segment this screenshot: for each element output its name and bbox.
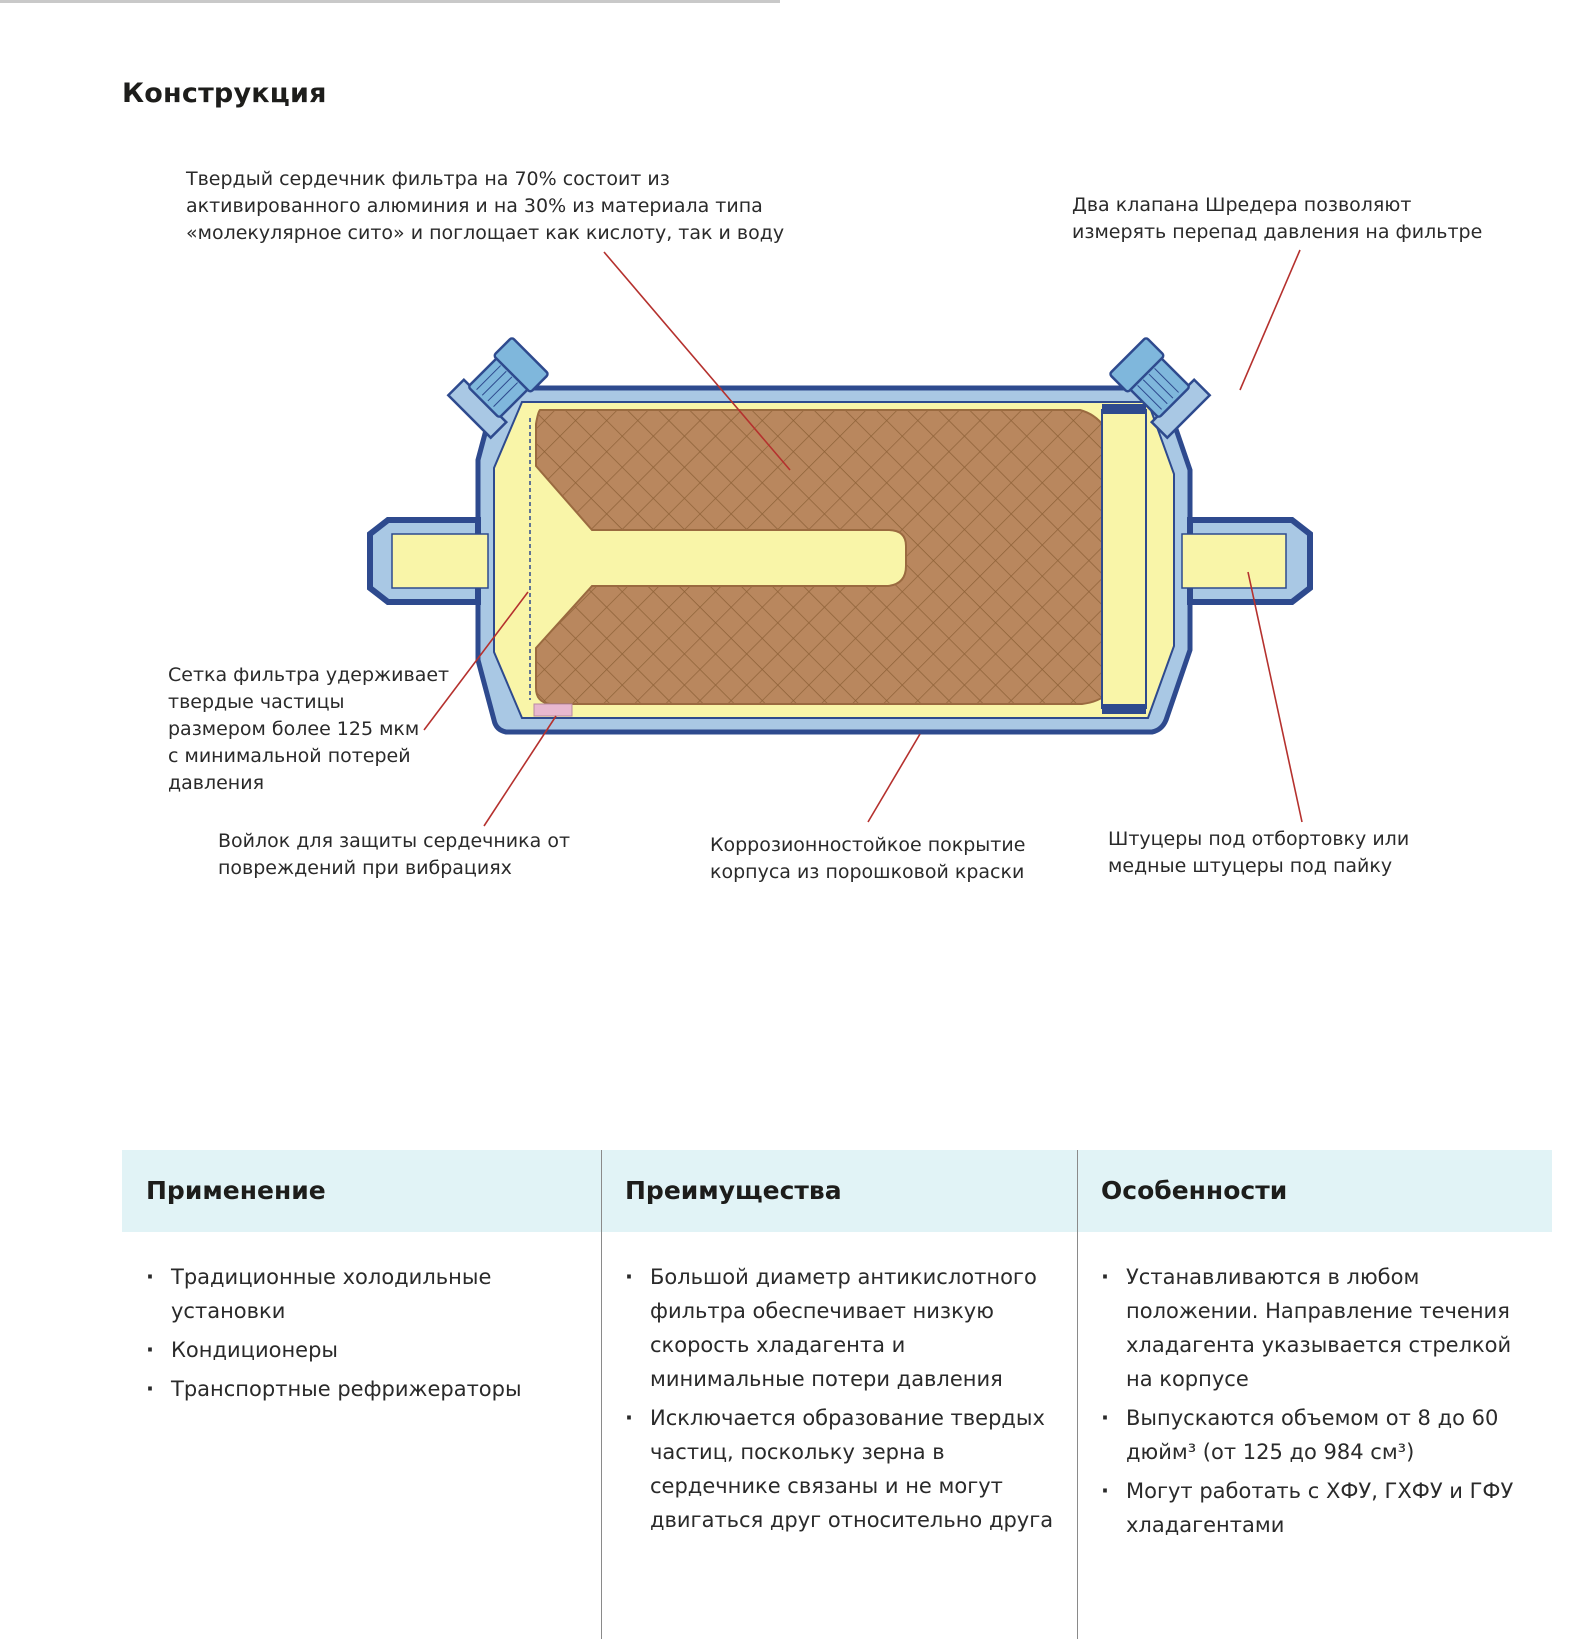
- callout-line: медные штуцеры под пайку: [1108, 855, 1393, 877]
- callout-core: Твердый сердечник фильтра на 70% состоит…: [186, 166, 784, 247]
- list-item: Кондиционеры: [146, 1333, 566, 1367]
- panel-title: Преимущества: [625, 1176, 842, 1205]
- list-item: Исключается образование твердых частиц, …: [625, 1401, 1055, 1537]
- left-fitting: [367, 517, 489, 605]
- panel-list: Устанавливаются в любом положении. Напра…: [1101, 1260, 1531, 1547]
- list-item: Большой диаметр антикислотного фильтра о…: [625, 1260, 1055, 1396]
- leader-fittings: [1247, 571, 1303, 823]
- callout-line: повреждений при вибрациях: [218, 857, 512, 879]
- panels-header-band: [122, 1150, 1552, 1232]
- callout-line: Сетка фильтра удерживает: [168, 664, 450, 686]
- callout-line: «молекулярное сито» и поглощает как кисл…: [186, 222, 785, 244]
- list-item: Устанавливаются в любом положении. Напра…: [1101, 1260, 1531, 1396]
- scan-top-edge: [0, 0, 780, 3]
- leader-mesh: [423, 591, 529, 731]
- callout-line: корпуса из порошковой краски: [710, 861, 1025, 883]
- section-title: Конструкция: [122, 78, 327, 109]
- column-divider: [1077, 1150, 1078, 1639]
- callout-line: активированного алюминия и на 30% из мат…: [186, 195, 763, 217]
- column-divider: [601, 1150, 602, 1639]
- callout-line: Войлок для защиты сердечника от: [218, 830, 571, 852]
- callout-line: Коррозионностойкое покрытие: [710, 834, 1026, 856]
- list-item: Могут работать с ХФУ, ГХФУ и ГФУ хладаге…: [1101, 1474, 1531, 1542]
- callout-line: Штуцеры под отбортовку или: [1108, 828, 1410, 850]
- callout-line: размером более 125 мкм: [168, 718, 420, 740]
- list-item: Традиционные холодильные установки: [146, 1260, 566, 1328]
- callout-line: давления: [168, 772, 265, 794]
- leader-schrader: [1239, 249, 1301, 391]
- callout-fittings: Штуцеры под отбортовку или медные штуцер…: [1108, 826, 1409, 880]
- callout-line: Два клапана Шредера позволяют: [1072, 194, 1412, 216]
- felt-pad: [533, 703, 573, 717]
- callout-line: твердые частицы: [168, 691, 345, 713]
- panel-list: Традиционные холодильные установки Конди…: [146, 1260, 566, 1411]
- filter-drier-diagram: [367, 249, 1313, 827]
- callout-line: с минимальной потерей: [168, 745, 411, 767]
- panel-title: Особенности: [1101, 1176, 1288, 1205]
- callout-coating: Коррозионностойкое покрытие корпуса из п…: [710, 832, 1025, 886]
- callout-schrader: Два клапана Шредера позволяют измерять п…: [1072, 192, 1482, 246]
- list-item: Выпускаются объемом от 8 до 60 дюйм³ (от…: [1101, 1401, 1531, 1469]
- leader-lines: [423, 249, 1303, 827]
- leader-core: [603, 251, 791, 471]
- panel-list: Большой диаметр антикислотного фильтра о…: [625, 1260, 1055, 1542]
- right-fitting: [1181, 517, 1313, 605]
- callout-felt: Войлок для защиты сердечника от поврежде…: [218, 828, 570, 882]
- callout-line: измерять перепад давления на фильтре: [1072, 221, 1483, 243]
- panel-title: Применение: [146, 1176, 326, 1205]
- list-item: Транспортные рефрижераторы: [146, 1372, 566, 1406]
- callout-line: Твердый сердечник фильтра на 70% состоит…: [186, 168, 670, 190]
- right-schrader-valve: [1109, 337, 1212, 440]
- outlet-spring-plate: [1101, 404, 1147, 714]
- leader-coating: [867, 733, 921, 823]
- leader-felt: [483, 715, 557, 827]
- left-schrader-valve: [446, 337, 549, 440]
- callout-mesh: Сетка фильтра удерживает твердые частицы…: [168, 662, 449, 797]
